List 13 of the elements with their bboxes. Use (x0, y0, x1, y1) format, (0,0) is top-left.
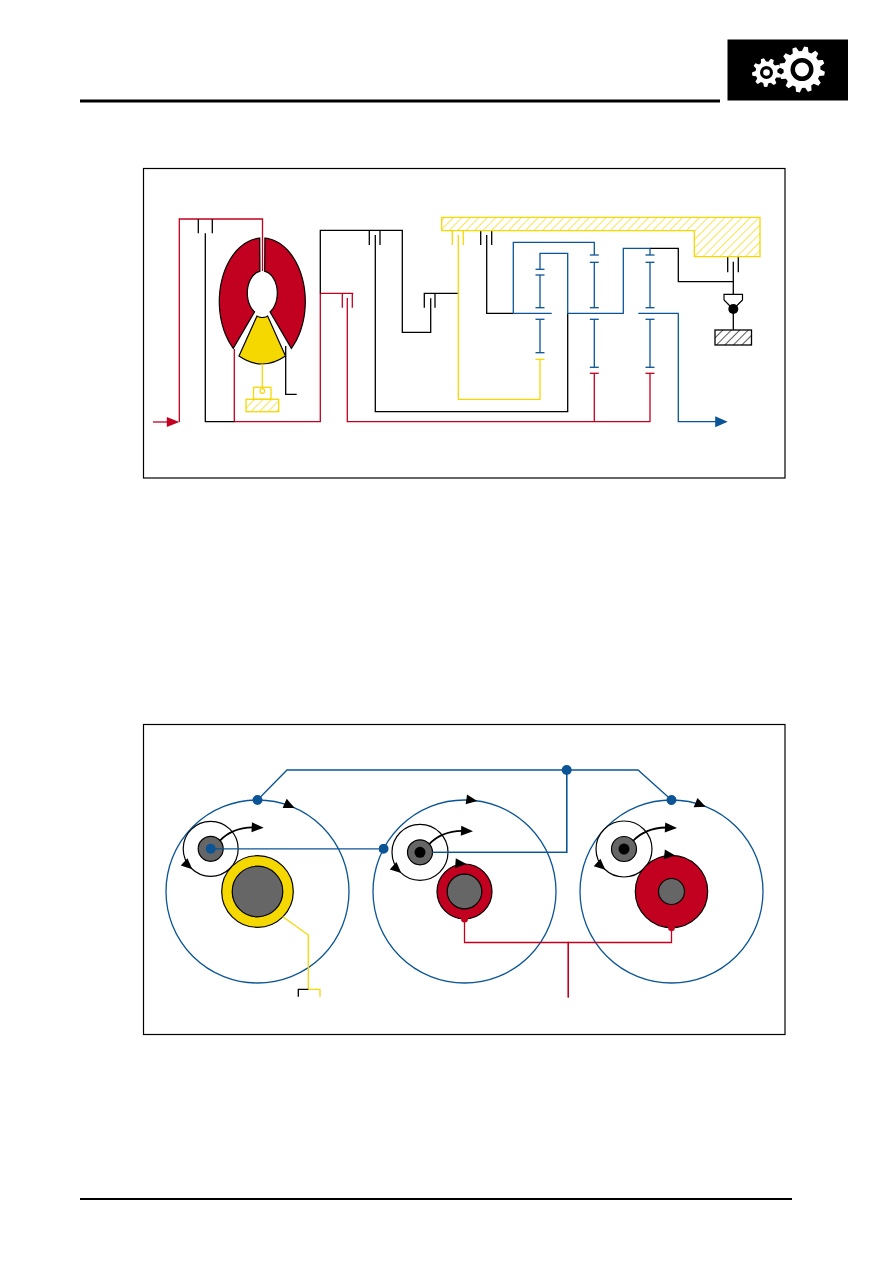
sun-gear (221, 855, 294, 928)
sun-gear (634, 854, 709, 929)
planet-pin (197, 835, 224, 862)
ring-gear-circle (165, 799, 350, 984)
ring-gear-circle (579, 799, 764, 984)
connecting-line (282, 916, 321, 998)
ring-gear-circle (372, 799, 557, 984)
sun-gear (436, 863, 493, 920)
connecting-line (222, 843, 389, 854)
planet-pin (406, 839, 434, 866)
connecting-line (431, 769, 677, 853)
connecting-line (567, 924, 675, 999)
planet-pin (610, 835, 638, 863)
